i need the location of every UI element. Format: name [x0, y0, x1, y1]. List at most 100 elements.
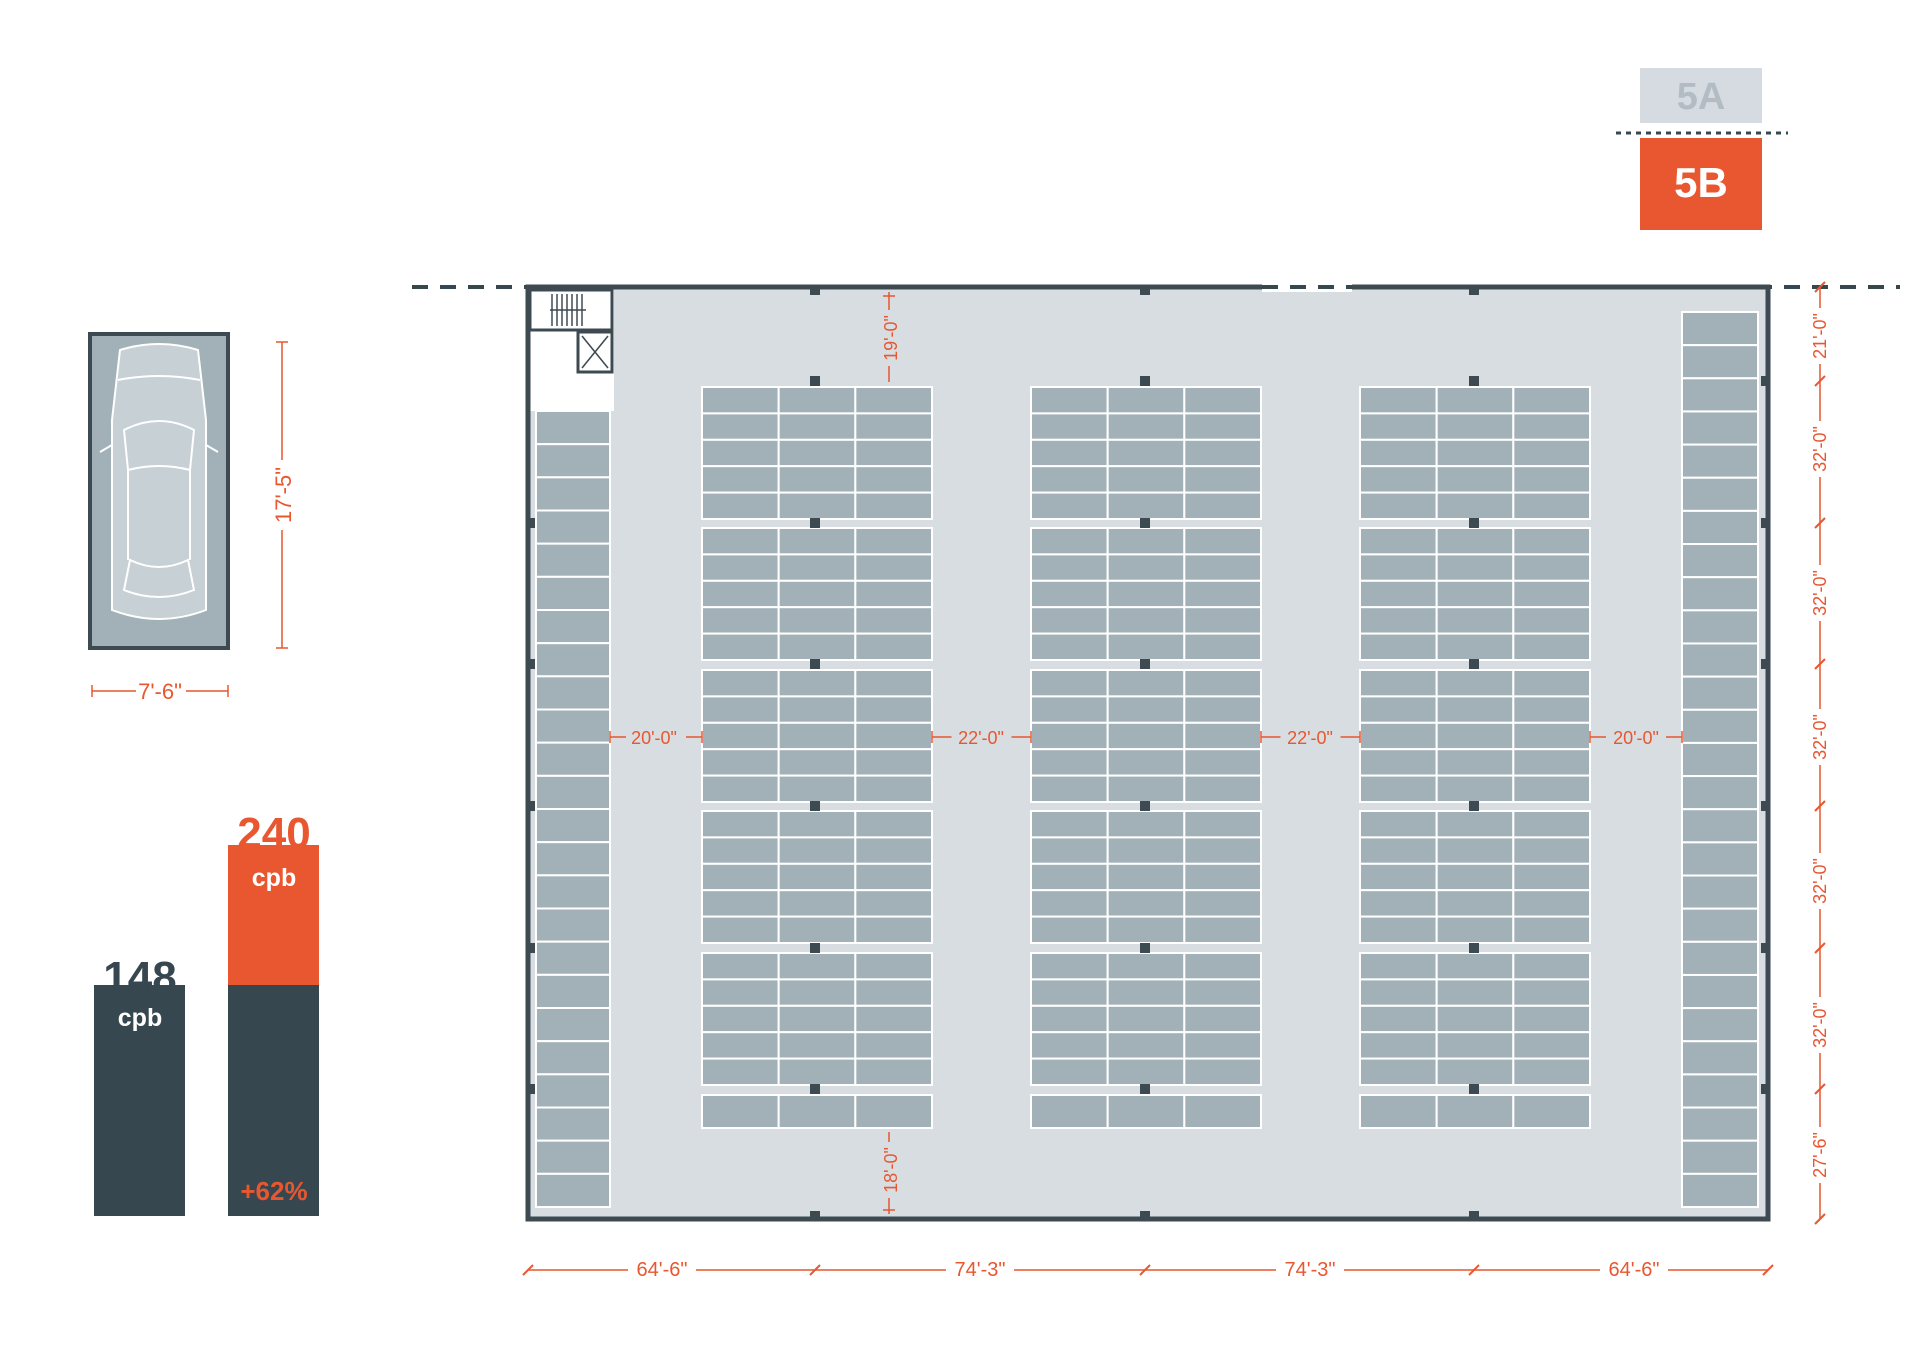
stall-island [1030, 862, 1109, 892]
dim-label-bg [1600, 1258, 1668, 1282]
stall-island [1183, 1094, 1263, 1129]
structural-column [810, 376, 820, 386]
stall-left-wall [535, 476, 611, 512]
stall-island [701, 491, 780, 521]
stall-island [1359, 527, 1438, 556]
dim-label-bg [1808, 308, 1832, 364]
structural-column [1140, 801, 1150, 811]
stall-island [1183, 606, 1263, 635]
stall-island [701, 1031, 780, 1060]
stall-right-wall [1681, 543, 1759, 579]
stall-island [1435, 836, 1515, 865]
dim-label-bg [1276, 1258, 1344, 1282]
stall-island [1183, 1057, 1263, 1086]
stall-island [1435, 438, 1515, 468]
stall-island [1030, 1004, 1109, 1034]
stall-island [701, 862, 780, 892]
stall-island [1106, 438, 1186, 468]
stall-island [1106, 632, 1186, 661]
stall-island [1359, 695, 1438, 724]
after-unit: cpb [252, 864, 296, 892]
stall-island [1435, 1004, 1515, 1034]
stall-right-wall [1681, 311, 1759, 347]
stall-island [1435, 412, 1515, 441]
dim-label-bg [1808, 1127, 1832, 1183]
stall-left-wall [535, 1172, 611, 1209]
perimeter-column [1761, 943, 1768, 953]
stall-island [1435, 915, 1515, 944]
stall-island [854, 553, 933, 582]
stall-island [701, 774, 780, 803]
stall-island [701, 632, 780, 661]
stall-island [1359, 952, 1438, 981]
structural-column [1140, 518, 1150, 528]
stall-island [854, 774, 933, 803]
stall-island [1030, 438, 1109, 468]
stall-right-wall [1681, 509, 1759, 546]
stall-left-wall [535, 774, 611, 810]
stall-island [1183, 527, 1263, 556]
stall-island [1030, 606, 1109, 635]
stall-island [777, 952, 857, 981]
stall-island [1359, 978, 1438, 1007]
stall-island [1359, 669, 1438, 698]
stall-island [777, 1094, 857, 1129]
stall-island [854, 491, 933, 521]
stall-island [1359, 1057, 1438, 1086]
structural-column [1140, 943, 1150, 953]
stall-island [854, 1057, 933, 1086]
stall-right-wall [1681, 609, 1759, 645]
bottom-aisle-dim-label: 18'-0" [881, 1147, 901, 1193]
stall-island [1512, 412, 1592, 441]
perimeter-column [1140, 1211, 1150, 1219]
stall-island [1183, 1031, 1263, 1060]
dim-label-bg [1808, 421, 1832, 477]
stall-island [777, 748, 857, 777]
stall-island [1106, 386, 1186, 415]
perimeter-column [1469, 287, 1479, 295]
before-bar [94, 985, 185, 1216]
stall-island [701, 952, 780, 981]
stall-island [1512, 915, 1592, 944]
after-bar-base [228, 985, 319, 1216]
stall-right-wall [1681, 808, 1759, 844]
stall-right-wall [1681, 708, 1759, 744]
stall-island [1030, 915, 1109, 944]
perimeter-column [1761, 1084, 1768, 1094]
stall-island [1512, 889, 1592, 918]
stall-island [1359, 465, 1438, 494]
stall-island [1435, 553, 1515, 582]
dim-tick [1139, 1264, 1151, 1276]
stall-island [854, 632, 933, 661]
stall-island [1435, 1031, 1515, 1060]
stall-island [1435, 491, 1515, 521]
structural-column [810, 801, 820, 811]
dimension-annotations: 19'-0"18'-0"20'-0"22'-0"22'-0"20'-0"64'-… [522, 281, 1832, 1282]
stall-island [854, 438, 933, 468]
stall-island [1512, 438, 1592, 468]
stall-island [1512, 579, 1592, 609]
bay-width-3-label: 74'-3" [1285, 1259, 1336, 1281]
stall-left-wall [535, 1139, 611, 1175]
stall-island [777, 1057, 857, 1086]
stall-island [1183, 632, 1263, 661]
perimeter-column [528, 659, 535, 669]
stall-island [701, 915, 780, 944]
bay-depth-6-label: 32'-0" [1810, 1002, 1830, 1048]
stall-island [777, 695, 857, 724]
stall-island [1030, 527, 1109, 556]
top-aisle-dim-label: 19'-0" [881, 315, 901, 361]
stall-island [1106, 915, 1186, 944]
stall-island [1359, 889, 1438, 918]
stall-island [1512, 952, 1592, 981]
stall-island [1106, 721, 1186, 751]
stall-island [701, 810, 780, 839]
level-5b-box [1640, 138, 1762, 230]
stall-island [777, 978, 857, 1007]
dim-tick [1468, 1264, 1480, 1276]
dim-tick [1814, 800, 1826, 812]
stall-right-wall [1681, 874, 1759, 910]
stall-island [1359, 1094, 1438, 1129]
stall-island [1359, 748, 1438, 777]
